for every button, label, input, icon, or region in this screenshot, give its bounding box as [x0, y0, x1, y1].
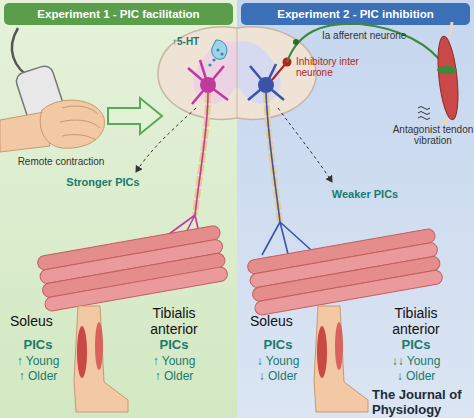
label: Weaker PICs — [320, 188, 410, 200]
label: PICs — [144, 338, 204, 353]
hand — [40, 100, 104, 148]
label: PICs — [386, 338, 446, 353]
label: ↑ Young — [144, 355, 204, 368]
label: ↓ Older — [248, 370, 308, 383]
motoneuron — [200, 77, 216, 93]
label: Ia afferent neurone — [322, 30, 432, 41]
label: PICs — [248, 338, 308, 353]
leg — [74, 306, 128, 412]
label: ↓ Older — [386, 370, 446, 383]
leg — [314, 306, 368, 412]
label: ↑5-HT — [172, 36, 216, 47]
vibration-symbol — [418, 107, 430, 120]
serotonergic-terminal — [212, 40, 227, 59]
midline — [237, 28, 238, 118]
muscle-spindle — [437, 66, 457, 74]
spinal-cord — [158, 27, 316, 120]
dashed-arrow — [136, 108, 196, 172]
label: ↑ Young — [8, 355, 68, 368]
label: Tibialis anterior — [376, 306, 456, 337]
label: Soleus — [10, 314, 70, 330]
muscle-fibres — [37, 225, 229, 312]
label: ↑ Older — [144, 370, 204, 383]
fingers — [60, 106, 100, 140]
label: Tibialis anterior — [134, 306, 214, 337]
grey-matter — [237, 41, 281, 104]
dashed-arrow — [278, 108, 332, 182]
label: ↓↓ Young — [386, 355, 446, 368]
big-arrow — [108, 98, 162, 134]
label: Stronger PICs — [58, 176, 148, 188]
axon — [262, 93, 320, 262]
label: Antagonist tendon vibration — [392, 124, 474, 146]
label: ↓ Young — [248, 355, 308, 368]
label: PICs — [8, 338, 68, 353]
label: The Journal of Physiology — [372, 388, 472, 417]
antagonist-muscle — [435, 35, 462, 120]
panel-heading: Experiment 2 - PIC inhibition — [241, 3, 470, 25]
muscle-fibres — [247, 228, 444, 316]
panel-heading: Experiment 1 - PIC facilitation — [4, 3, 233, 25]
label: ↑ Older — [8, 370, 68, 383]
label: Soleus — [250, 314, 310, 330]
label: Inhibitory inter neurone — [296, 56, 366, 78]
label: Remote contraction — [6, 156, 116, 167]
